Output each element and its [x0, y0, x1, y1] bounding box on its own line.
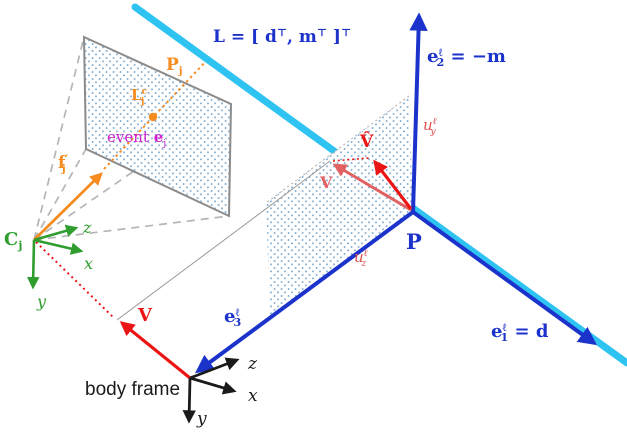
label-P: P	[406, 229, 422, 254]
axis-e3-arrow	[195, 210, 415, 374]
body-frame-axes	[182, 357, 240, 424]
bearing-vector-f-arrow	[33, 172, 103, 241]
event-dot	[148, 112, 158, 122]
velocity-v-at-p-arrow	[332, 163, 412, 212]
velocity-v-hat-arrow	[373, 159, 413, 210]
camera-to-v-dotted-line	[35, 241, 115, 319]
camera-axis-z-label: z	[82, 218, 92, 237]
label-camera-center: Cj	[4, 229, 22, 252]
body-axis-y-arrow	[182, 377, 196, 424]
camera-axis-x-arrow	[33, 238, 84, 255]
frustum-ray-top-left	[33, 36, 85, 241]
label-p-j: Pj	[166, 55, 183, 77]
image-plane	[82, 35, 233, 218]
camera-axis-y-arrow	[26, 239, 40, 290]
body-axis-z-label: z	[247, 354, 258, 374]
projected-line-dotted	[103, 57, 210, 170]
body-axis-y-label: y	[196, 409, 207, 429]
axis-e1-arrow	[411, 210, 597, 346]
frustum-ray-bottom-left	[33, 148, 87, 241]
velocity-translation-line	[116, 160, 331, 321]
body-axis-x-arrow	[189, 376, 237, 395]
body-axis-x-label: x	[248, 386, 258, 406]
line-frame-axes	[195, 12, 597, 374]
label-v-hat: V̂	[359, 132, 374, 152]
camera-axis-x-label: x	[84, 254, 93, 273]
body-axis-z-arrow	[189, 357, 240, 380]
moment-plane	[266, 96, 413, 318]
label-body-frame: body frame	[85, 379, 180, 400]
camera-axis-y-label: y	[36, 292, 47, 311]
label-line-L: L = [ d⊤, m⊤ ]⊤	[213, 27, 351, 47]
v-tip-dotted-connector	[332, 157, 370, 162]
label-v-body: V	[137, 305, 153, 326]
camera-axis-z-arrow	[33, 224, 79, 242]
axis-e2-arrow	[409, 12, 428, 213]
camera-frame-axes	[26, 224, 84, 290]
label-f-j: f′j	[58, 153, 68, 175]
label-event: event ej	[107, 128, 166, 149]
velocity-v-body-arrow	[119, 321, 192, 380]
label-v-at-p: V	[319, 173, 333, 192]
